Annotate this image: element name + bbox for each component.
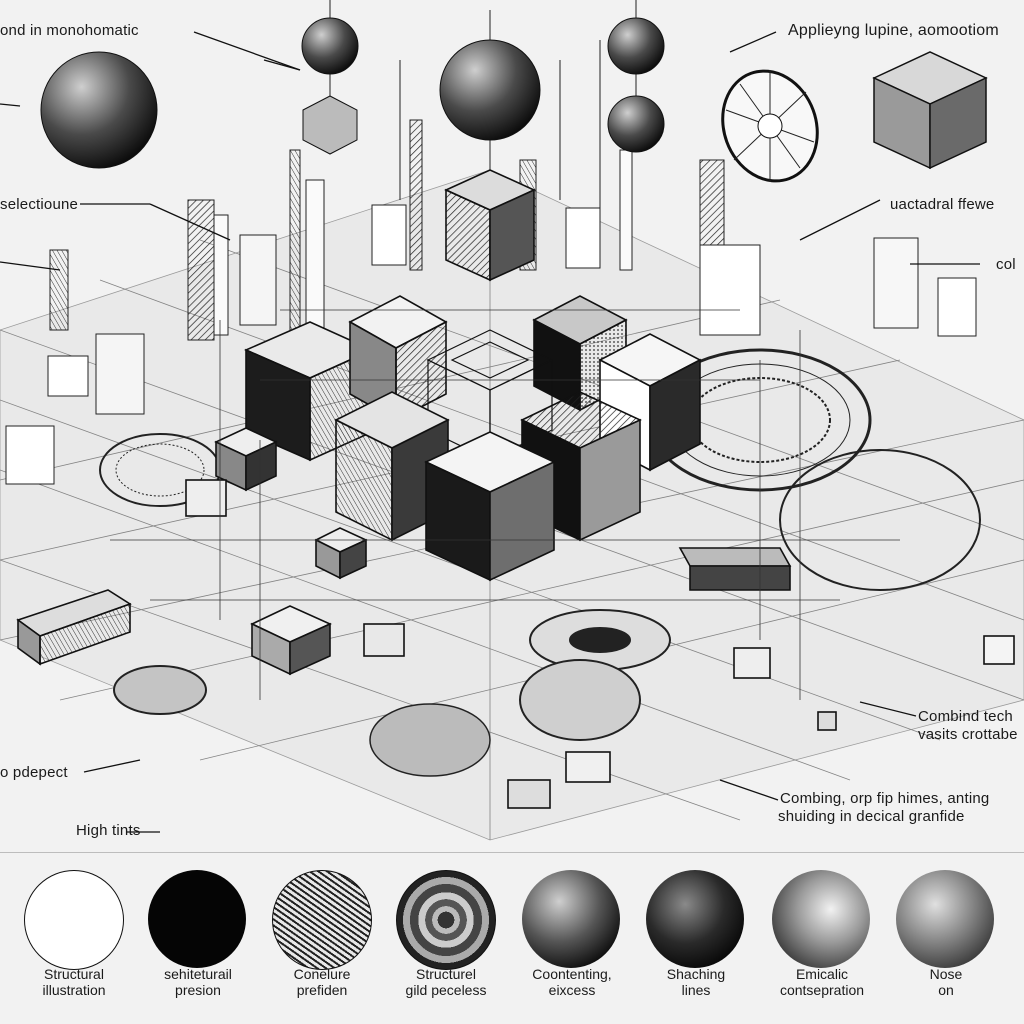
swatch-mosaic xyxy=(396,870,496,970)
swatch-caption-1: Structural illustration xyxy=(42,966,106,998)
isometric-city-illustration xyxy=(0,0,1024,841)
swatch-caption-3: Conelure prefiden xyxy=(293,966,351,998)
callout-right-mid: uactadral ffewe xyxy=(890,196,995,213)
swatch-noise xyxy=(896,870,994,968)
swatch-caption-8: Nose on xyxy=(929,966,963,998)
callout-left-bottom: o pdepect xyxy=(0,764,68,781)
wheel-ornament xyxy=(721,69,819,183)
circular-rings xyxy=(99,348,981,777)
swatch-white xyxy=(24,870,124,970)
callout-right-bottom-2: vasits crottabe xyxy=(918,726,1018,743)
swatch-stipple-dark xyxy=(522,870,620,968)
swatch-caption-7: Emicalic contsepration xyxy=(779,966,865,998)
callout-right-mid2: col xyxy=(996,256,1016,273)
spheres xyxy=(40,17,665,169)
callout-top-left: ond in monohomatic xyxy=(0,22,139,39)
swatch-hatch xyxy=(272,870,372,970)
callout-right-lower-2: shuiding in decical granfide xyxy=(778,808,965,825)
swatch-stipple-black xyxy=(646,870,744,968)
callout-left-mid: selectioune xyxy=(0,196,79,213)
swatch-caption-6: Shaching lines xyxy=(666,966,726,998)
glass-cube xyxy=(872,51,988,170)
construction-lines xyxy=(110,309,900,700)
callout-high-tints: High tints xyxy=(76,822,141,839)
callout-right-bottom-1: Combind tech xyxy=(918,708,1013,725)
swatch-gradient xyxy=(772,870,870,968)
central-cube-cluster xyxy=(16,169,1015,809)
callout-leaders xyxy=(0,31,980,833)
callout-top-right: Applieyng lupine, aomootiom xyxy=(788,22,999,39)
swatch-caption-4: Structurel gild peceless xyxy=(405,966,487,998)
swatch-black xyxy=(148,870,246,968)
swatch-caption-2: sehiteturail presion xyxy=(164,966,232,998)
legend-divider xyxy=(0,852,1024,853)
callout-right-lower-1: Combing, orp fip himes, anting xyxy=(780,790,990,807)
swatch-caption-5: Coontenting, eixcess xyxy=(532,966,612,998)
